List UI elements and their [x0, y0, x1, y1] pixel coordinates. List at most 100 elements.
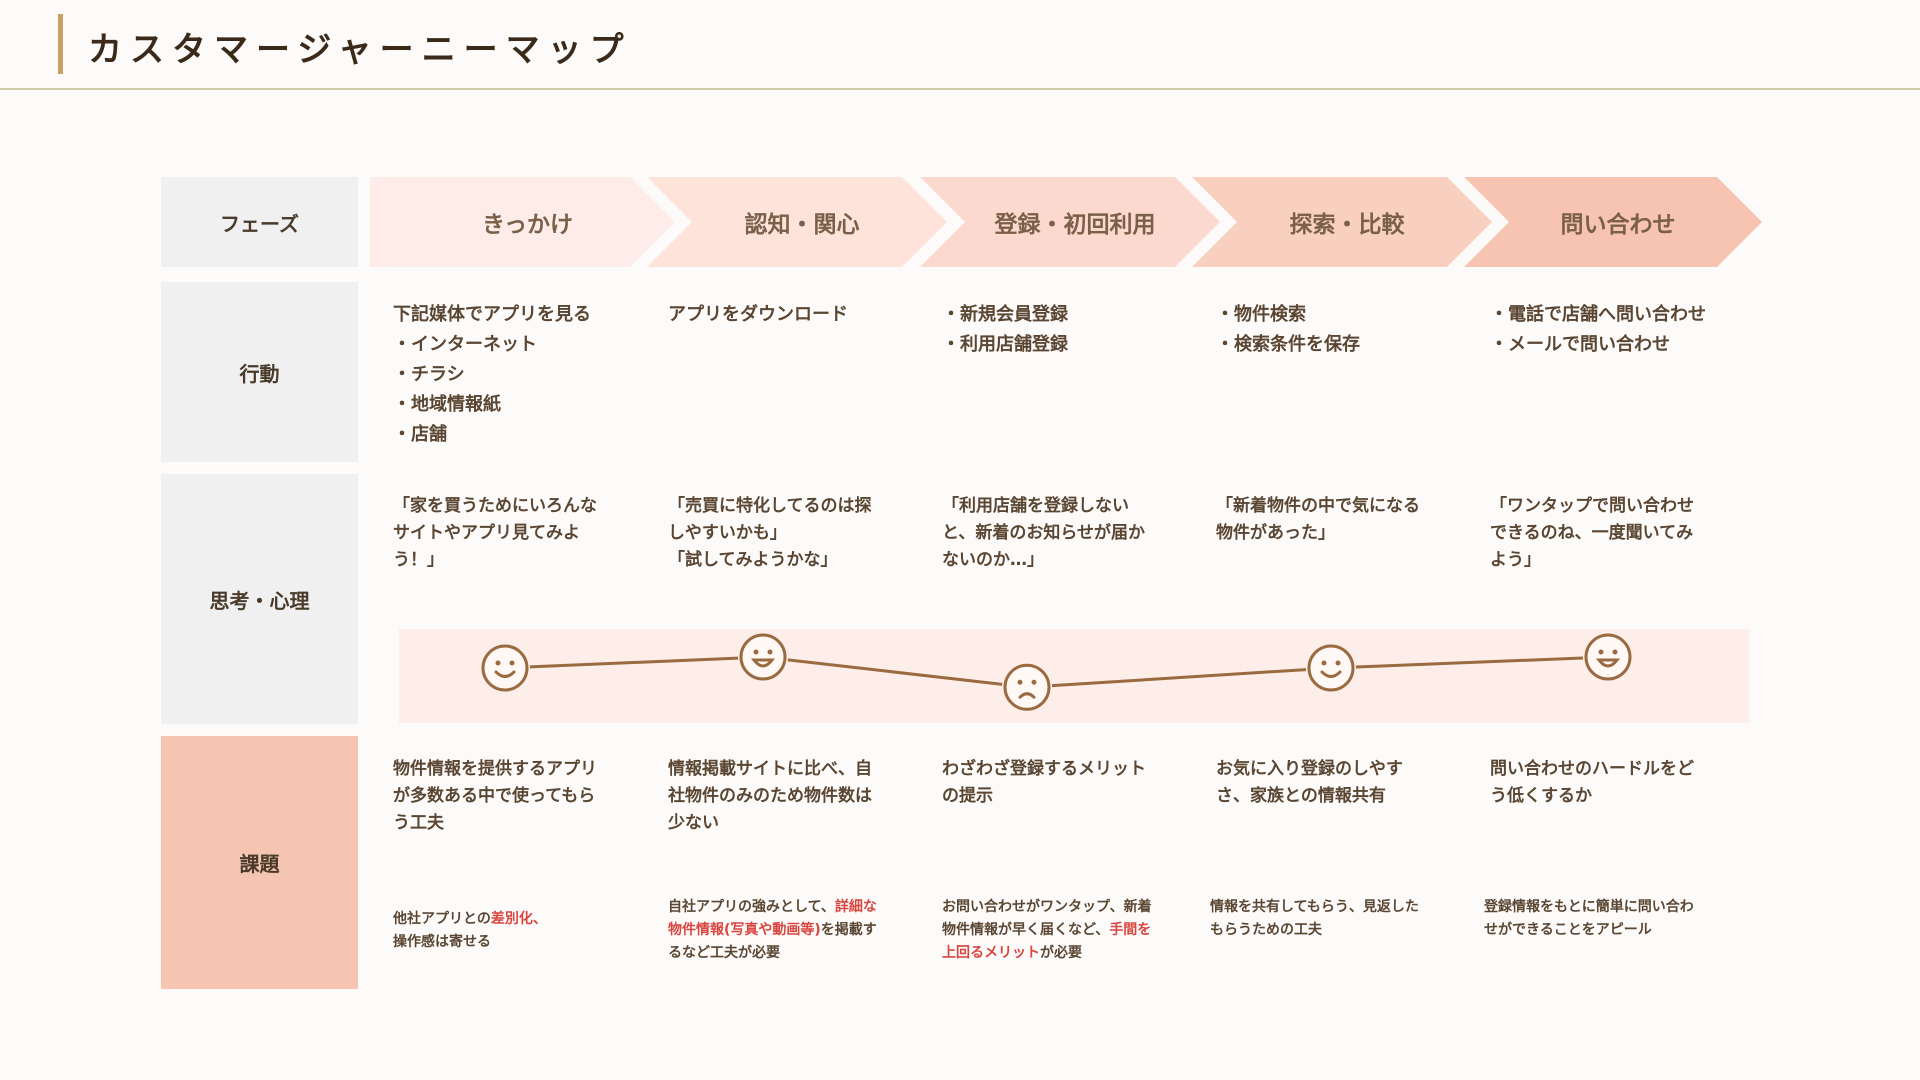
grin-face-icon — [739, 633, 787, 681]
thought-text: 「利用店舗を登録しないと、新着のお知らせが届かないのか…」 — [942, 493, 1145, 574]
thought-text: 「売買に特化してるのは探しやすいかも」「試してみようかな」 — [668, 493, 872, 574]
issue-text-line: 問い合わせのハードルをど — [1490, 759, 1694, 779]
emotion-line-segment — [787, 658, 1003, 686]
solution-highlight: 差別化、 — [490, 911, 547, 927]
emotion-line-segment — [1355, 656, 1584, 669]
thought-text-line: 「利用店舗を登録しない — [942, 496, 1129, 516]
action-text-line: ・チラシ — [393, 364, 465, 385]
phase-label: 認知・関心 — [744, 212, 860, 238]
solution-line: お問い合わせがワンタップ、新着 — [942, 896, 1152, 919]
action-text-line: ・電話で店舗へ問い合わせ — [1490, 304, 1706, 325]
thought-text-line: と、新着のお知らせが届か — [942, 523, 1145, 543]
solution-highlight: 詳細な — [834, 899, 877, 915]
emotion-band — [399, 629, 1749, 723]
solution-segment: が必要 — [1040, 945, 1082, 961]
action-text-line: ・物件検索 — [1216, 304, 1306, 325]
solution-text: 登録情報をもとに簡単に問い合わせができることをアピール — [1484, 896, 1694, 942]
sad-face-icon — [1003, 663, 1051, 711]
page-title: カスタマージャーニーマップ — [88, 30, 632, 70]
solution-segment: お問い合わせがワンタップ、新着 — [942, 899, 1152, 915]
solution-line: せができることをアピール — [1484, 919, 1694, 942]
phase-label: 探索・比較 — [1289, 212, 1405, 238]
issue-text-line: 社物件のみのため物件数は — [668, 786, 872, 806]
row-label-action: 行動 — [161, 282, 358, 462]
smile-face-icon — [481, 644, 529, 692]
solution-segment: もらうための工夫 — [1210, 922, 1322, 938]
smile-face-icon — [1307, 644, 1355, 692]
thought-text-line: 「売買に特化してるのは探 — [668, 496, 872, 516]
action-text-line: ・インターネット — [393, 334, 537, 355]
action-text-line: ・店舗 — [393, 424, 447, 445]
phase-label: 登録・初回利用 — [994, 212, 1156, 238]
issue-text-line: が多数ある中で使ってもら — [393, 786, 596, 806]
action-text: ・物件検索・検索条件を保存 — [1216, 300, 1360, 360]
thought-text: 「家を買うためにいろんなサイトやアプリ見てみよう！」 — [393, 493, 597, 574]
action-text: アプリをダウンロード — [668, 300, 848, 330]
solution-segment: 物件情報が早く届くなど、 — [942, 922, 1110, 938]
thought-text-line: ないのか…」 — [942, 550, 1044, 570]
solution-segment: せができることをアピール — [1484, 922, 1652, 938]
solution-line: 情報を共有してもらう、見返した — [1210, 896, 1419, 919]
solution-line: 自社アプリの強みとして、詳細な — [668, 896, 877, 919]
solution-line: 操作感は寄せる — [393, 931, 547, 954]
row-label-thought: 思考・心理 — [161, 474, 358, 724]
action-text-line: アプリをダウンロード — [668, 304, 848, 325]
issue-text-line: 少ない — [668, 813, 719, 833]
solution-line: もらうための工夫 — [1210, 919, 1419, 942]
solution-line: 登録情報をもとに簡単に問い合わ — [1484, 896, 1694, 919]
phase-chevron: きっかけ — [370, 177, 675, 267]
row-label-phase: フェーズ — [161, 177, 358, 267]
solution-highlight: 上回るメリット — [942, 945, 1040, 961]
action-text: ・新規会員登録・利用店舗登録 — [942, 300, 1068, 360]
issue-text-line: う低くするか — [1490, 786, 1592, 806]
action-text-line: 下記媒体でアプリを見る — [393, 304, 591, 325]
thought-text-line: できるのね、一度聞いてみ — [1490, 523, 1694, 543]
solution-segment: 他社アプリとの — [393, 911, 491, 927]
action-text: 下記媒体でアプリを見る・インターネット・チラシ・地域情報紙・店舗 — [393, 300, 591, 450]
solution-segment: るなど工夫が必要 — [668, 945, 780, 961]
phase-chevron: 問い合わせ — [1464, 177, 1762, 267]
issue-text: お気に入り登録のしやすさ、家族との情報共有 — [1216, 756, 1403, 810]
issue-text-line: 物件情報を提供するアプリ — [393, 759, 597, 779]
solution-segment: を掲載す — [820, 922, 877, 938]
solution-line: 物件情報(写真や動画等)を掲載す — [668, 919, 877, 942]
emotion-line-segment — [1051, 668, 1307, 688]
solution-segment: 登録情報をもとに簡単に問い合わ — [1484, 899, 1694, 915]
phase-label: きっかけ — [481, 212, 574, 238]
action-text-line: ・利用店舗登録 — [942, 334, 1068, 355]
action-text-line: ・メールで問い合わせ — [1490, 334, 1670, 355]
action-text-line: ・新規会員登録 — [942, 304, 1068, 325]
solution-line: 他社アプリとの差別化、 — [393, 908, 547, 931]
thought-text-line: よう」 — [1490, 550, 1541, 570]
thought-text-line: 「試してみようかな」 — [668, 550, 838, 570]
thought-text-line: サイトやアプリ見てみよ — [393, 523, 580, 543]
issue-text-line: う工夫 — [393, 813, 444, 833]
solution-text: お問い合わせがワンタップ、新着物件情報が早く届くなど、手間を上回るメリットが必要 — [942, 896, 1152, 965]
thought-text-line: 「家を買うためにいろんな — [393, 496, 597, 516]
issue-text-line: さ、家族との情報共有 — [1216, 786, 1386, 806]
solution-highlight: 手間を — [1109, 922, 1152, 938]
solution-highlight: 物件情報(写真や動画等) — [668, 922, 821, 938]
solution-text: 他社アプリとの差別化、操作感は寄せる — [393, 908, 547, 954]
solution-segment: 情報を共有してもらう、見返した — [1210, 899, 1419, 915]
thought-text-line: 物件があった」 — [1216, 523, 1335, 543]
thought-text-line: う！」 — [393, 550, 444, 570]
issue-text: 情報掲載サイトに比べ、自社物件のみのため物件数は少ない — [668, 756, 872, 837]
phase-chevron: 探索・比較 — [1192, 177, 1492, 267]
emotion-line-segment — [529, 656, 739, 669]
thought-text-line: 「ワンタップで問い合わせ — [1490, 496, 1694, 516]
issue-text: わざわざ登録するメリットの提示 — [942, 756, 1146, 810]
title-divider — [0, 88, 1920, 90]
issue-text-line: お気に入り登録のしやす — [1216, 759, 1403, 779]
issue-text: 物件情報を提供するアプリが多数ある中で使ってもらう工夫 — [393, 756, 597, 837]
issue-text-line: の提示 — [942, 786, 993, 806]
solution-segment: 自社アプリの強みとして、 — [668, 899, 835, 915]
grin-face-icon — [1584, 633, 1632, 681]
action-text-line: ・検索条件を保存 — [1216, 334, 1360, 355]
issue-text: 問い合わせのハードルをどう低くするか — [1490, 756, 1694, 810]
solution-line: るなど工夫が必要 — [668, 942, 877, 965]
title-accent-bar — [58, 14, 63, 74]
phase-chevron: 登録・初回利用 — [920, 177, 1220, 267]
thought-text: 「新着物件の中で気になる物件があった」 — [1216, 493, 1420, 547]
